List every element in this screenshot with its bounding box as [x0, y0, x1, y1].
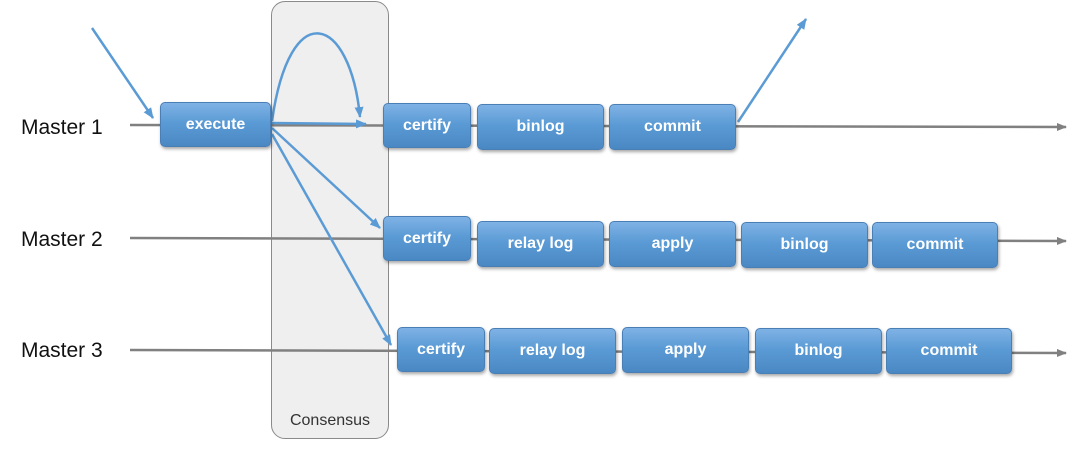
consensus-loop-arrow: [270, 32, 364, 122]
consensus-label: Consensus: [289, 412, 371, 429]
execute-to-certify-2-arrow: [271, 127, 381, 229]
master-3-step-relay-log: relay log: [489, 328, 616, 374]
master-2-step-commit: commit: [872, 222, 998, 268]
master-1-step-certify: certify: [383, 103, 471, 148]
master-2-step-apply: apply: [609, 221, 736, 267]
execute-to-certify-1-arrow: [271, 119, 367, 129]
master-2-step-relay-log: relay log: [477, 221, 604, 267]
execute-to-certify-3-arrow: [270, 133, 393, 346]
master-3-step-certify: certify: [397, 327, 485, 372]
master-3-label: Master 3: [21, 339, 103, 362]
master-3-step-commit: commit: [886, 328, 1012, 374]
incoming-arrow: [90, 27, 155, 119]
master-3-step-apply: apply: [622, 327, 749, 373]
outgoing-arrow: [736, 18, 808, 123]
master-1-step-commit: commit: [609, 104, 736, 150]
master-2-step-certify: certify: [383, 216, 471, 261]
master-1-label: Master 1: [21, 116, 103, 139]
consensus-region: [271, 1, 389, 439]
master-2-step-binlog: binlog: [741, 222, 868, 268]
master-1-step-binlog: binlog: [477, 104, 604, 150]
master-3-step-binlog: binlog: [755, 328, 882, 374]
master-1-step-execute: execute: [160, 102, 271, 147]
master-2-label: Master 2: [21, 228, 103, 251]
